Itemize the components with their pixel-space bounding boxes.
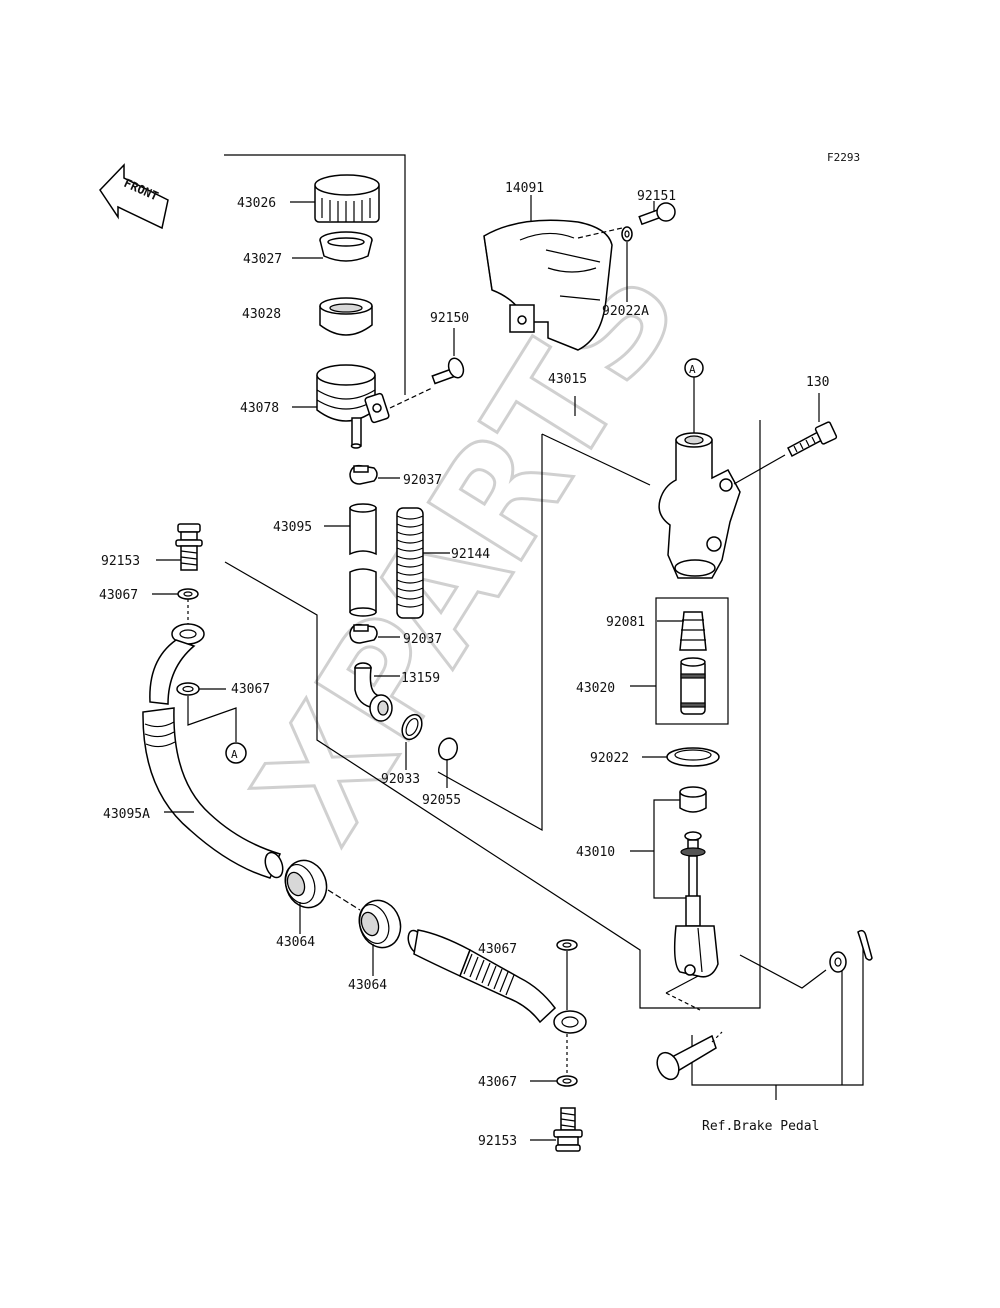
- label-43020: 43020: [576, 681, 615, 696]
- label-43095: 43095: [273, 520, 312, 535]
- circlip-92033: [401, 713, 423, 770]
- banjo-bolt-92153-upper: [156, 523, 203, 571]
- label-43064-first: 43064: [276, 935, 315, 950]
- label-92037-upper: 92037: [403, 473, 442, 488]
- brake-hose-lower-segment: [407, 929, 587, 1034]
- washer-43067-upper: [152, 588, 199, 625]
- reference-note: Ref.Brake Pedal: [702, 1119, 819, 1134]
- label-43015: 43015: [548, 372, 587, 387]
- label-43026: 43026: [237, 196, 276, 211]
- banjo-bolt-92153-lower: [530, 1107, 583, 1152]
- part-number-labels: 43026 43027 43028 43078 14091 92151 9202…: [99, 181, 829, 1149]
- label-43095A: 43095A: [103, 807, 150, 822]
- diaphragm-43028: [319, 297, 373, 336]
- push-rod-43010: [630, 786, 719, 978]
- bolt-92151: [577, 201, 676, 239]
- bolt-92150: [431, 328, 465, 385]
- clamp-92037-upper: [349, 464, 400, 485]
- piston-assembly-43020: [630, 597, 729, 725]
- label-43010: 43010: [576, 845, 615, 860]
- guard-cover-14091: [483, 195, 613, 351]
- bolt-130: [787, 393, 838, 458]
- label-14091: 14091: [505, 181, 544, 196]
- label-43067-first: 43067: [99, 588, 138, 603]
- label-43067-fourth: 43067: [478, 1075, 517, 1090]
- clamp-92037-lower: [349, 623, 400, 644]
- label-130: 130: [806, 375, 829, 390]
- grommet-43064-first: [284, 859, 361, 934]
- ref-marker-a-bottom: A: [231, 748, 238, 761]
- ref-marker-a-top: A: [689, 363, 696, 376]
- reservoir-43078: [292, 364, 433, 449]
- label-92081: 92081: [606, 615, 645, 630]
- label-92151: 92151: [637, 189, 676, 204]
- washer-43067-second: A: [176, 682, 247, 764]
- elbow-fitting-13159: [354, 662, 400, 722]
- label-43078: 43078: [240, 401, 279, 416]
- label-43028: 43028: [242, 307, 281, 322]
- figure-code: F2293: [827, 151, 860, 164]
- label-92037-lower: 92037: [403, 632, 442, 647]
- label-13159: 13159: [401, 671, 440, 686]
- master-cylinder-43015: A: [658, 358, 786, 579]
- cotter-pin: [857, 929, 873, 961]
- label-92022A: 92022A: [602, 304, 649, 319]
- label-43067-third: 43067: [478, 942, 517, 957]
- label-92153-lower: 92153: [478, 1134, 517, 1149]
- label-43027: 43027: [243, 252, 282, 267]
- o-ring-92055: [437, 737, 459, 788]
- grommet-43064-second: [358, 899, 402, 976]
- label-43064-second: 43064: [348, 978, 387, 993]
- label-92022: 92022: [590, 751, 629, 766]
- label-92144: 92144: [451, 547, 490, 562]
- brake-hose-43095A: [142, 623, 284, 879]
- circlip-92022: [642, 747, 720, 767]
- label-92055: 92055: [422, 793, 461, 808]
- washer-43067-fourth: [530, 1034, 578, 1087]
- clevis-pin: [656, 1031, 723, 1081]
- spring-cover-92144: [396, 507, 450, 619]
- washer-92022A: [621, 226, 633, 302]
- front-arrow-icon: FRONT: [99, 163, 169, 230]
- clevis-washer: [829, 951, 847, 973]
- washer-43067-third: [556, 939, 578, 1010]
- label-92153-upper: 92153: [101, 554, 140, 569]
- label-92033: 92033: [381, 772, 420, 787]
- label-92150: 92150: [430, 311, 469, 326]
- label-43067-second: 43067: [231, 682, 270, 697]
- diaphragm-plate-43027: [292, 231, 373, 262]
- hose-43095: [324, 503, 377, 617]
- reservoir-cap-43026: [290, 174, 380, 223]
